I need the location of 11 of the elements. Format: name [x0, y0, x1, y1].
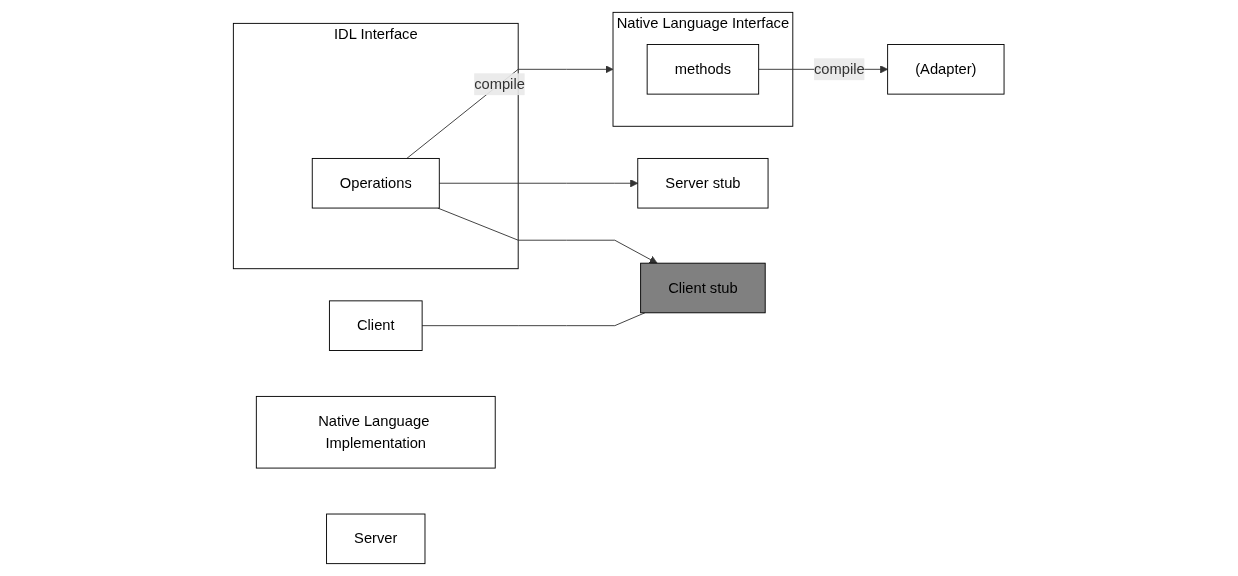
node-box: methods — [647, 44, 760, 95]
node-box: Client stub — [640, 262, 766, 314]
edge-label: compile — [474, 75, 526, 92]
connector — [421, 312, 646, 327]
edge-label: compile — [814, 61, 865, 77]
node-box: Native Language Implementation — [256, 395, 496, 469]
node-box: (Adapter) — [887, 44, 1005, 95]
node-box: Operations — [312, 158, 441, 209]
node-box: Client — [329, 300, 423, 351]
node-box: Server — [326, 513, 426, 565]
node-box: Server stub — [637, 158, 769, 209]
